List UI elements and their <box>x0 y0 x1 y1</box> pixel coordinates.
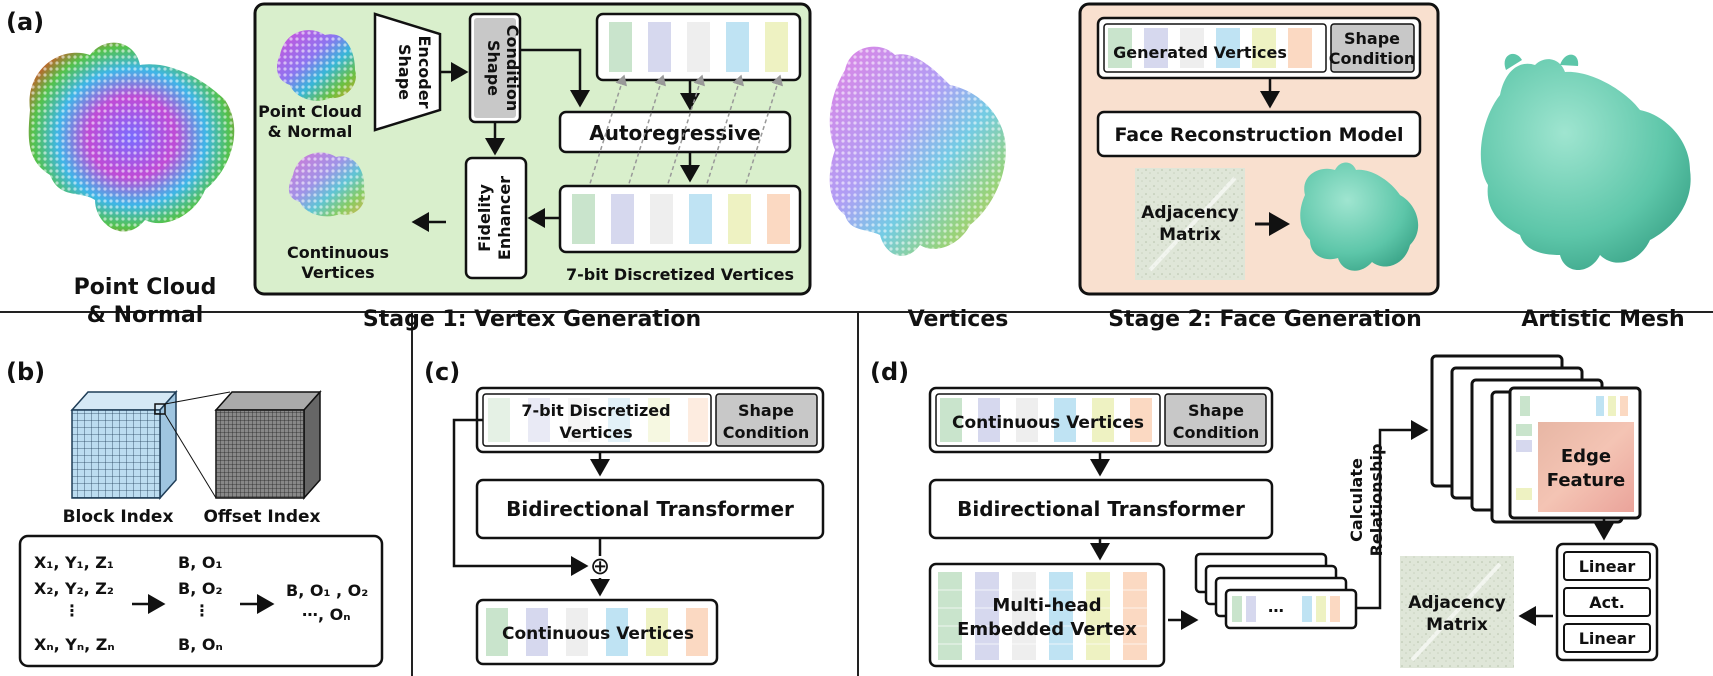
input-label-line2: & Normal <box>87 303 204 328</box>
calc-line1: Calculate <box>1347 458 1366 542</box>
fidelity-line2: Enhancer <box>495 176 514 260</box>
d-shape-line1: Shape <box>1188 401 1244 420</box>
s2-adj-line2: Matrix <box>1159 225 1221 245</box>
s2-shape-line1: Shape <box>1344 29 1400 48</box>
block-index-label: Block Index <box>63 507 174 527</box>
mesh-small-image <box>1300 162 1419 271</box>
c-disc-line2: Vertices <box>559 423 632 442</box>
offset-index-label: Offset Index <box>203 507 320 527</box>
calc-line2: Relationship <box>1367 444 1386 557</box>
c-disc-line1: 7-bit Discretized <box>521 401 670 420</box>
c-shape-line1: Shape <box>738 401 794 420</box>
face-reconstruction-block <box>1096 110 1422 158</box>
vertices-image <box>829 46 1006 256</box>
d-transformer-label: Bidirectional Transformer <box>957 497 1245 521</box>
discretized-label: 7-bit Discretized Vertices <box>566 265 794 284</box>
stacked-vertex-features: ⋯ <box>1194 552 1358 630</box>
xyz-2: X₂, Y₂, Z₂ <box>34 579 114 598</box>
xyz-n: Xₙ, Yₙ, Zₙ <box>34 635 115 654</box>
block-index-cube <box>70 390 178 500</box>
bo-2: B, O₂ <box>178 579 222 598</box>
vertices-caption: Vertices <box>908 307 1009 332</box>
c-transformer-block <box>475 478 825 540</box>
shape-encoder-line1: Shape <box>395 44 414 100</box>
linear-2-label: Linear <box>1579 629 1636 648</box>
multihead-line1: Multi-head <box>992 595 1101 616</box>
panel-c-tag: (c) <box>424 358 460 386</box>
bo-merge-1: B, O₁ , O₂ <box>286 581 368 600</box>
stage2-caption: Stage 2: Face Generation <box>1108 307 1422 332</box>
shape-encoder-line2: Encoder <box>415 36 434 109</box>
pc-small-line1: Point Cloud <box>258 102 362 121</box>
offset-index-cube <box>214 390 322 500</box>
d-shape-line2: Condition <box>1173 423 1260 442</box>
panel-d: (d) Continuous Vertices Shape Condition … <box>870 354 1659 668</box>
c-add-symbol: ⊕ <box>590 552 610 580</box>
c-shape-condition <box>715 393 818 447</box>
pc-small-line2: & Normal <box>268 122 353 141</box>
edge-feature-stack: Edge Feature <box>1430 354 1642 524</box>
cont-vertices-line1: Continuous <box>287 243 389 262</box>
d-continuous-label: Continuous Vertices <box>952 413 1144 433</box>
artistic-caption: Artistic Mesh <box>1521 307 1684 332</box>
edge-line1: Edge <box>1561 446 1611 467</box>
xyz-1: X₁, Y₁, Z₁ <box>34 553 114 572</box>
input-label-line1: Point Cloud <box>74 275 217 300</box>
c-continuous-label: Continuous Vertices <box>502 624 694 644</box>
s2-shape-line2: Condition <box>1329 49 1416 68</box>
fidelity-line1: Fidelity <box>475 184 494 252</box>
vectors-ellipsis: ⋯ <box>1268 601 1284 620</box>
generated-vertices-label: Generated Vertices <box>1113 43 1287 62</box>
panel-d-tag: (d) <box>870 358 909 386</box>
bo-1: B, O₁ <box>178 553 222 572</box>
s2-shape-condition <box>1330 23 1415 73</box>
continuous-vertices-small-image <box>288 152 365 217</box>
xyz-dots: ⋮ <box>64 601 80 620</box>
bo-merge-2: ⋯, Oₙ <box>302 605 351 624</box>
multihead-line2: Embedded Vertex <box>957 619 1137 640</box>
linear-1-label: Linear <box>1579 557 1636 576</box>
s2-adj-line1: Adjacency <box>1141 203 1239 223</box>
panel-b-tag: (b) <box>6 358 45 386</box>
autoregressive-block <box>558 110 792 154</box>
d-shape-condition <box>1164 393 1267 447</box>
autoregressive-label: Autoregressive <box>589 121 760 145</box>
panel-b: (b) Block Index Offset Index X₁, Y₁, Z₁ … <box>6 358 384 668</box>
face-reconstruction-label: Face Reconstruction Model <box>1114 124 1403 146</box>
c-transformer-label: Bidirectional Transformer <box>506 497 794 521</box>
cont-vertices-line2: Vertices <box>301 263 374 282</box>
point-cloud-input-image <box>28 42 235 232</box>
shape-condition-line2: Condition <box>503 25 522 112</box>
artistic-mesh-image <box>1480 53 1691 271</box>
panel-a: (a) Point Cloud & Normal Stage 1: Vertex… <box>6 2 1691 332</box>
bo-dots: ⋮ <box>194 601 210 620</box>
token-strip-bottom <box>558 184 802 254</box>
index-conversion-box <box>18 534 384 668</box>
fidelity-enhancer-block <box>464 156 528 280</box>
point-cloud-small-image <box>277 30 356 101</box>
d-adj-line1: Adjacency <box>1408 593 1506 613</box>
bo-n: B, Oₙ <box>178 635 223 654</box>
panel-a-tag: (a) <box>6 8 44 36</box>
shape-encoder-block <box>373 12 442 132</box>
stage1-caption: Stage 1: Vertex Generation <box>363 307 701 332</box>
shape-condition-line1: Shape <box>484 40 503 96</box>
d-adj-line2: Matrix <box>1426 615 1488 635</box>
c-shape-line2: Condition <box>723 423 810 442</box>
edge-line2: Feature <box>1547 470 1625 491</box>
panel-c: (c) 7-bit Discretized Vertices Shape Con… <box>424 358 825 666</box>
act-label: Act. <box>1589 593 1625 612</box>
